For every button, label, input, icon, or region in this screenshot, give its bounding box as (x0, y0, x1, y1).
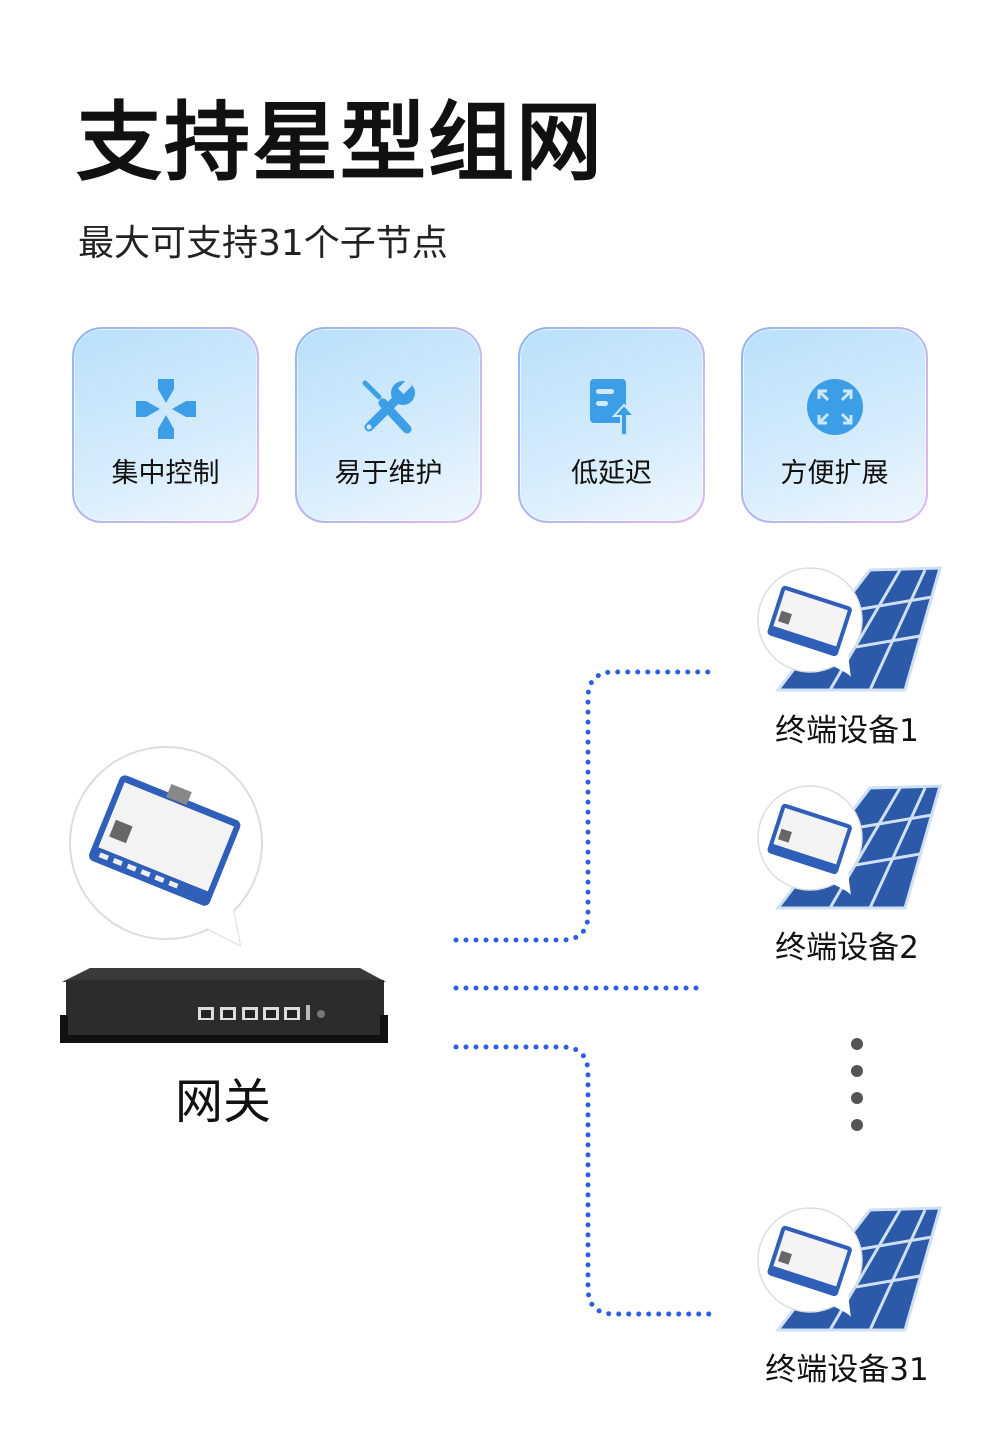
ellipsis-dot (851, 1038, 863, 1050)
link-device-31 (453, 1044, 713, 1317)
feature-card-centralized-control: 集中控制 (72, 327, 259, 523)
page-title: 支持星型组网 (76, 93, 604, 193)
gateway-label: 网关 (175, 1074, 272, 1130)
device-label-31: 终端设备31 (765, 1352, 929, 1388)
feature-card-low-latency: 低延迟 (518, 327, 705, 523)
feature-card-easy-maintenance: 易于维护 (295, 327, 482, 523)
lora-module-image (89, 775, 241, 906)
end-device-image-31 (756, 1206, 942, 1332)
page-subtitle: 最大可支持31个子节点 (78, 223, 448, 264)
link-device-1 (453, 669, 713, 943)
device-label-1: 终端设备1 (775, 713, 919, 749)
end-device-image-1 (757, 566, 943, 692)
feature-card-easy-expansion: 方便扩展 (741, 327, 928, 523)
end-device-image-2 (756, 784, 942, 910)
ellipsis-dot (851, 1092, 863, 1104)
gateway-device-image (60, 968, 388, 1043)
gateway-module-bubble (69, 746, 263, 947)
device-label-2: 终端设备2 (775, 930, 919, 966)
ellipsis-dot (851, 1119, 863, 1131)
ellipsis-dot (851, 1065, 863, 1077)
